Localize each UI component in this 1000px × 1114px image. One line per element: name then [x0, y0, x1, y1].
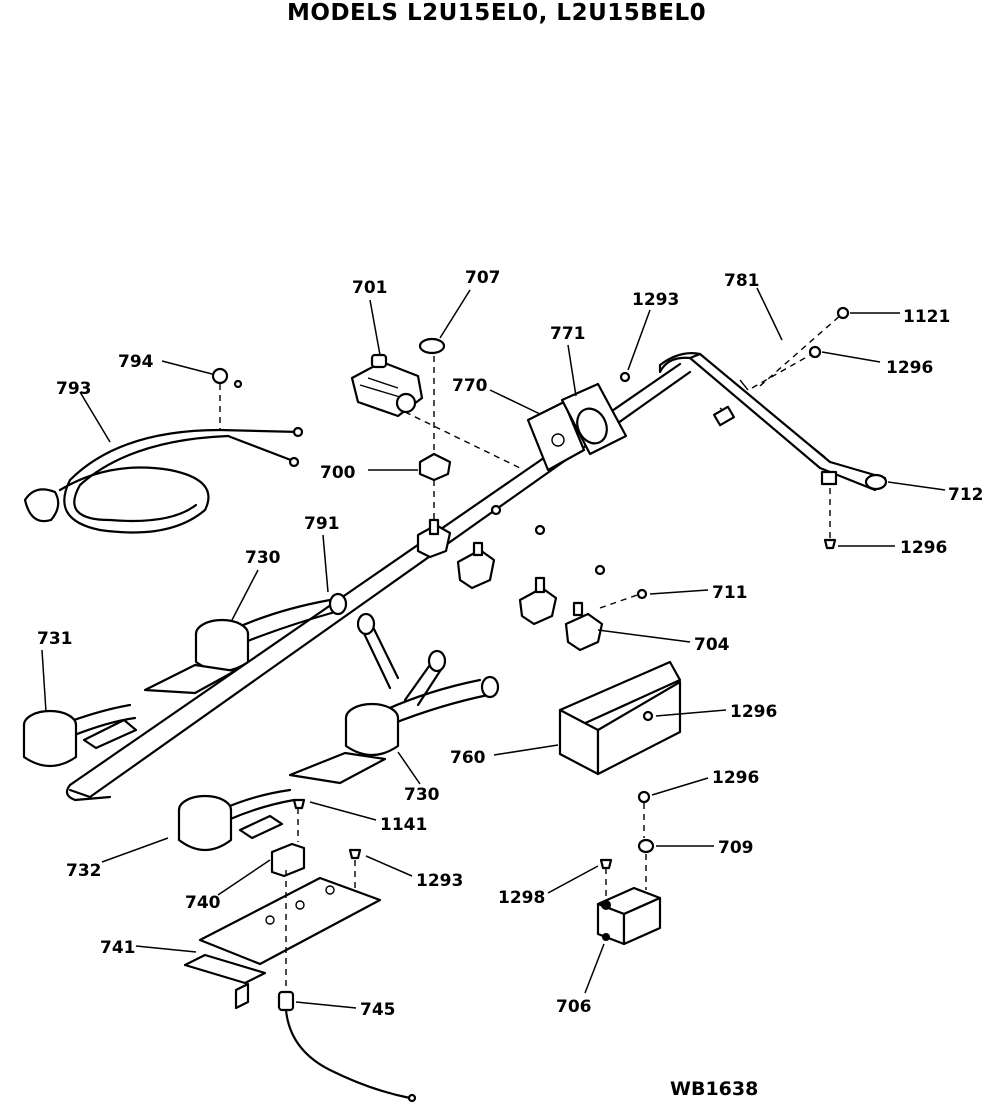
burner-left-rear [143, 592, 348, 695]
label-730: 730 [245, 548, 281, 568]
label-794: 794 [118, 352, 154, 372]
screw-1296-manifold [823, 538, 837, 550]
label-793: 793 [56, 379, 92, 399]
screw-1121 [836, 306, 850, 320]
label-1296: 1296 [712, 768, 759, 788]
harness-clip-794 [211, 367, 229, 385]
valve-mounting-bracket [526, 382, 628, 472]
label-730: 730 [404, 785, 440, 805]
electrode-lead-745 [277, 990, 417, 1103]
label-707: 707 [465, 268, 501, 288]
label-741: 741 [100, 938, 136, 958]
label-781: 781 [724, 271, 760, 291]
label-1296: 1296 [900, 538, 947, 558]
ignition-switch-bracket-740 [270, 842, 306, 878]
label-711: 711 [712, 583, 748, 603]
label-1296: 1296 [730, 702, 777, 722]
label-1298: 1298 [498, 888, 545, 908]
valve-cover-760 [558, 660, 682, 776]
label-704: 704 [694, 635, 730, 655]
gas-valves [416, 504, 606, 652]
label-712: 712 [948, 485, 984, 505]
screw-1141 [292, 798, 306, 810]
label-732: 732 [66, 861, 102, 881]
regulator-adapter [418, 452, 452, 482]
label-1293: 1293 [632, 290, 679, 310]
spark-module-bracket-741 [183, 876, 382, 1010]
label-745: 745 [360, 1000, 396, 1020]
pressure-regulator [350, 353, 424, 418]
orifice-711 [636, 588, 648, 600]
label-770: 770 [452, 376, 488, 396]
screw-1293-top [619, 371, 631, 383]
label-731: 731 [37, 629, 73, 649]
label-740: 740 [185, 893, 221, 913]
part-labels: 701 707 1293 781 1121 771 770 794 793 12… [37, 268, 984, 1020]
label-700: 700 [320, 463, 356, 483]
burner-right-rear [288, 612, 500, 785]
label-709: 709 [718, 838, 754, 858]
label-791: 791 [304, 514, 340, 534]
ignition-harness [23, 426, 304, 534]
spark-module-706 [596, 886, 662, 946]
label-760: 760 [450, 748, 486, 768]
label-1141: 1141 [380, 815, 427, 835]
label-706: 706 [556, 997, 592, 1017]
label-771: 771 [550, 324, 586, 344]
diagram-title: MODELS L2U15EL0, L2U15BEL0 [287, 0, 706, 26]
screw-1296-lower [637, 790, 651, 804]
screw-1296-top [808, 345, 822, 359]
burner-left-front [22, 703, 138, 768]
label-1293: 1293 [416, 871, 463, 891]
label-1296: 1296 [886, 358, 933, 378]
drawing-reference-code: WB1638 [670, 1078, 758, 1100]
burner-right-front [177, 788, 296, 852]
screw-1293-bottom [348, 848, 362, 860]
screw-1298 [599, 858, 613, 870]
regulator-gasket [418, 337, 446, 355]
leader-lines [41, 287, 946, 1009]
label-701: 701 [352, 278, 388, 298]
spacer-709 [637, 838, 655, 854]
label-1121: 1121 [903, 307, 950, 327]
